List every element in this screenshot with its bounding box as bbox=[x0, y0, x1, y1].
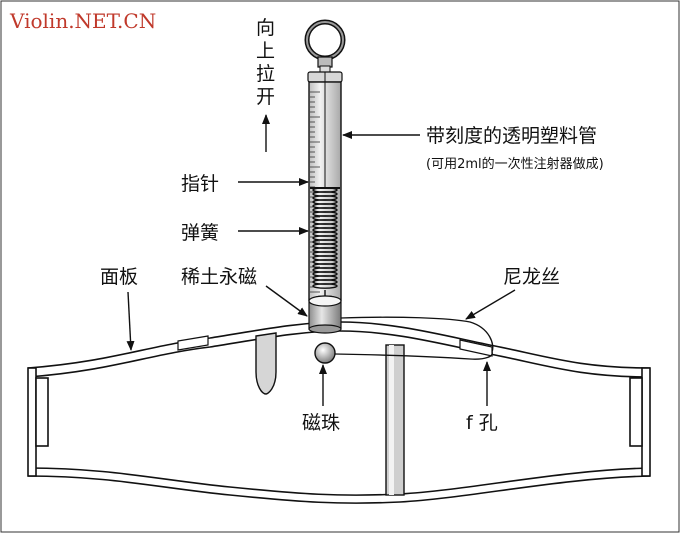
watermark: Violin.NET.CN bbox=[9, 9, 156, 33]
svg-text:向上拉开: 向上拉开 bbox=[256, 17, 275, 108]
f-hole-gaps bbox=[177, 335, 493, 357]
sound-post bbox=[385, 344, 405, 496]
violin-back-plate bbox=[27, 467, 651, 504]
bass-bar bbox=[255, 332, 277, 395]
magnet-label: 稀土永磁 bbox=[181, 266, 257, 288]
f-hole-label: f 孔 bbox=[466, 412, 498, 434]
magnetic-bead bbox=[314, 342, 336, 364]
nylon-label: 尼龙丝 bbox=[503, 266, 560, 288]
rare-earth-magnet bbox=[308, 295, 342, 334]
spring-label: 弹簧 bbox=[181, 222, 219, 244]
pull-ring bbox=[304, 19, 346, 73]
pull-up-label: 向上拉开 bbox=[256, 17, 275, 108]
leader-arrows bbox=[126, 114, 516, 406]
nylon-thread bbox=[334, 316, 494, 360]
top-plate-label: 面板 bbox=[100, 266, 138, 288]
violin-ribs bbox=[27, 367, 651, 477]
bead-label: 磁珠 bbox=[302, 412, 340, 434]
tube-label: 带刻度的透明塑料管 bbox=[426, 125, 597, 147]
pointer-label: 指针 bbox=[181, 173, 219, 195]
tube-note-label: (可用2ml的一次性注射器做成) bbox=[426, 156, 604, 172]
spring-coil bbox=[312, 187, 338, 289]
